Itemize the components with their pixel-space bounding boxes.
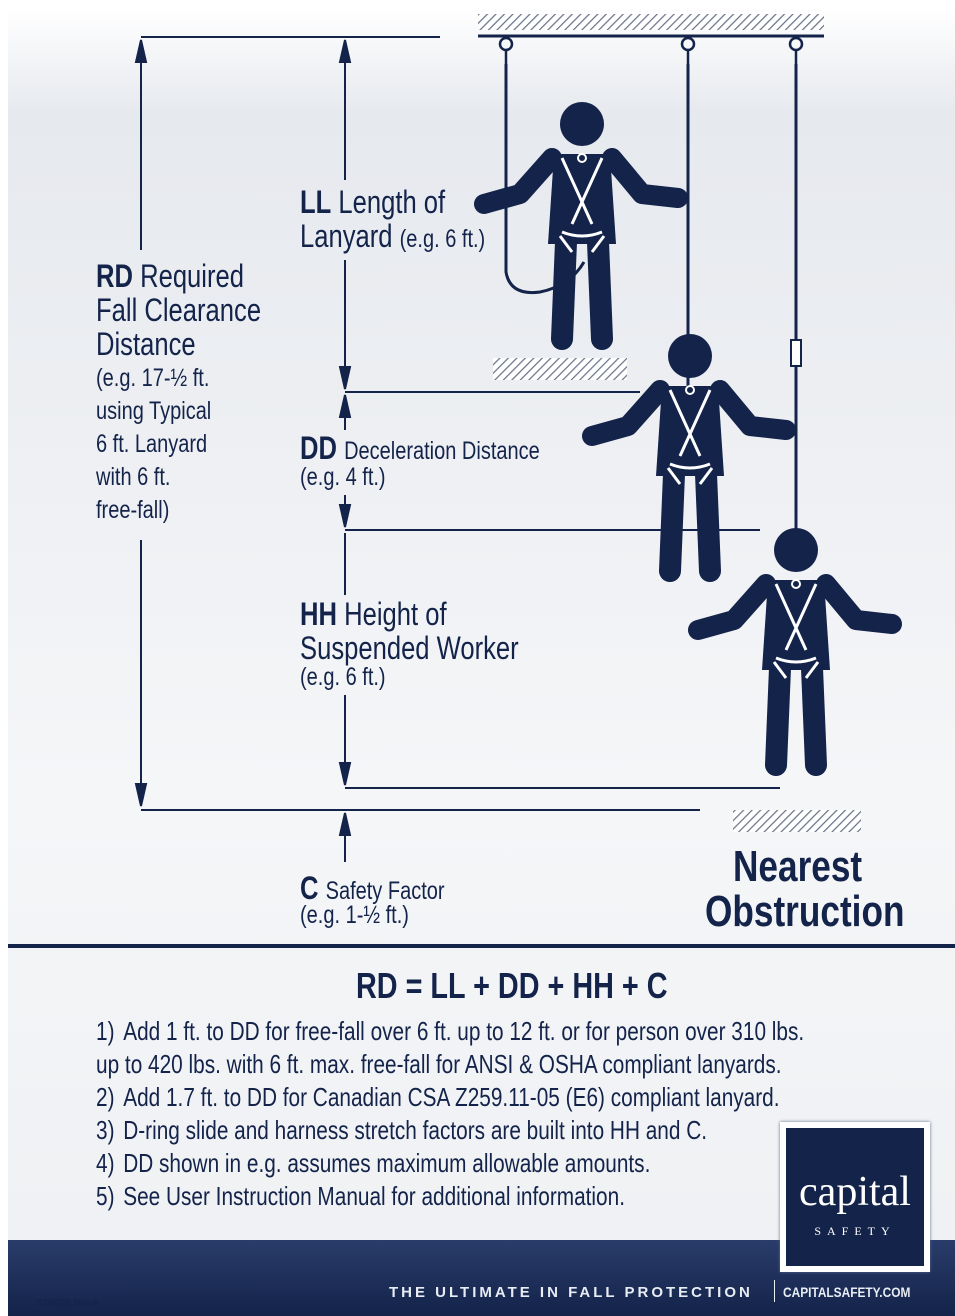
note-item: 1)Add 1 ft. to DD for free-fall over 6 f… [96, 1016, 805, 1046]
obstruction-label: Nearest [733, 842, 863, 891]
note-item: 3)D-ring slide and harness stretch facto… [96, 1115, 708, 1145]
note-item: 5)See User Instruction Manual for additi… [96, 1181, 625, 1211]
capital-safety-logo: capital SAFETY [780, 1122, 930, 1272]
rd-note-4: with 6 ft. [96, 463, 171, 491]
ll-label: LL Length of [300, 184, 446, 220]
hh-label-line2: Suspended Worker [300, 630, 519, 666]
c-label: C Safety Factor [300, 870, 445, 906]
logo-panel: capital SAFETY [786, 1128, 924, 1266]
anchor-hook-2 [680, 36, 696, 64]
rd-label-line3: Distance [96, 326, 196, 362]
dd-dimension-arrow [338, 394, 352, 528]
obstruction-block [733, 810, 861, 832]
rd-note-3: 6 ft. Lanyard [96, 430, 208, 458]
worker-standing-figure [484, 102, 678, 339]
footer-divider [774, 1280, 775, 1302]
anchor-hook-3 [788, 36, 804, 64]
hh-label: HH Height of [300, 596, 447, 632]
work-platform [493, 358, 627, 380]
formula: RD = LL + DD + HH + C [356, 965, 668, 1006]
c-dimension-arrow [338, 812, 352, 862]
c-example: (e.g. 1-½ ft.) [300, 901, 409, 929]
rd-dimension-arrow [134, 39, 148, 807]
logo-wordmark: capital [799, 1169, 911, 1215]
hh-example: (e.g. 6 ft.) [300, 663, 386, 691]
document-code: ST0036 RevA [36, 1298, 100, 1309]
ll-dimension-arrow [338, 39, 352, 390]
hh-dimension-arrow [338, 533, 352, 786]
dd-example: (e.g. 4 ft.) [300, 463, 386, 491]
fall-clearance-diagram [134, 14, 955, 862]
ceiling-anchorage [478, 14, 824, 30]
footer-website-link[interactable]: CAPITALSAFETY.COM [783, 1284, 911, 1300]
note-item: 2)Add 1.7 ft. to DD for Canadian CSA Z25… [96, 1082, 780, 1112]
ll-label-line2: Lanyard (e.g. 6 ft.) [300, 218, 486, 254]
rd-note-2: using Typical [96, 397, 212, 425]
note-item-continued: up to 420 lbs. with 6 ft. max. free-fall… [96, 1049, 782, 1079]
anchor-hook-1 [498, 36, 514, 64]
rd-note-1: (e.g. 17-½ ft. [96, 364, 210, 392]
rd-note-5: free-fall) [96, 496, 170, 524]
logo-subtitle: SAFETY [814, 1224, 896, 1238]
rd-label-line2: Fall Clearance [96, 292, 262, 328]
shock-absorber [790, 339, 802, 367]
notes-list: 1)Add 1 ft. to DD for free-fall over 6 f… [96, 1015, 955, 1213]
rd-label: RD Required [96, 258, 244, 294]
section-divider [8, 944, 955, 948]
dd-label: DD Deceleration Distance [300, 430, 540, 466]
worker-suspended-figure [698, 528, 892, 765]
note-item: 4)DD shown in e.g. assumes maximum allow… [96, 1148, 651, 1178]
obstruction-label-line2: Obstruction [705, 887, 905, 936]
footer-tagline: THE ULTIMATE IN FALL PROTECTION [389, 1284, 753, 1301]
